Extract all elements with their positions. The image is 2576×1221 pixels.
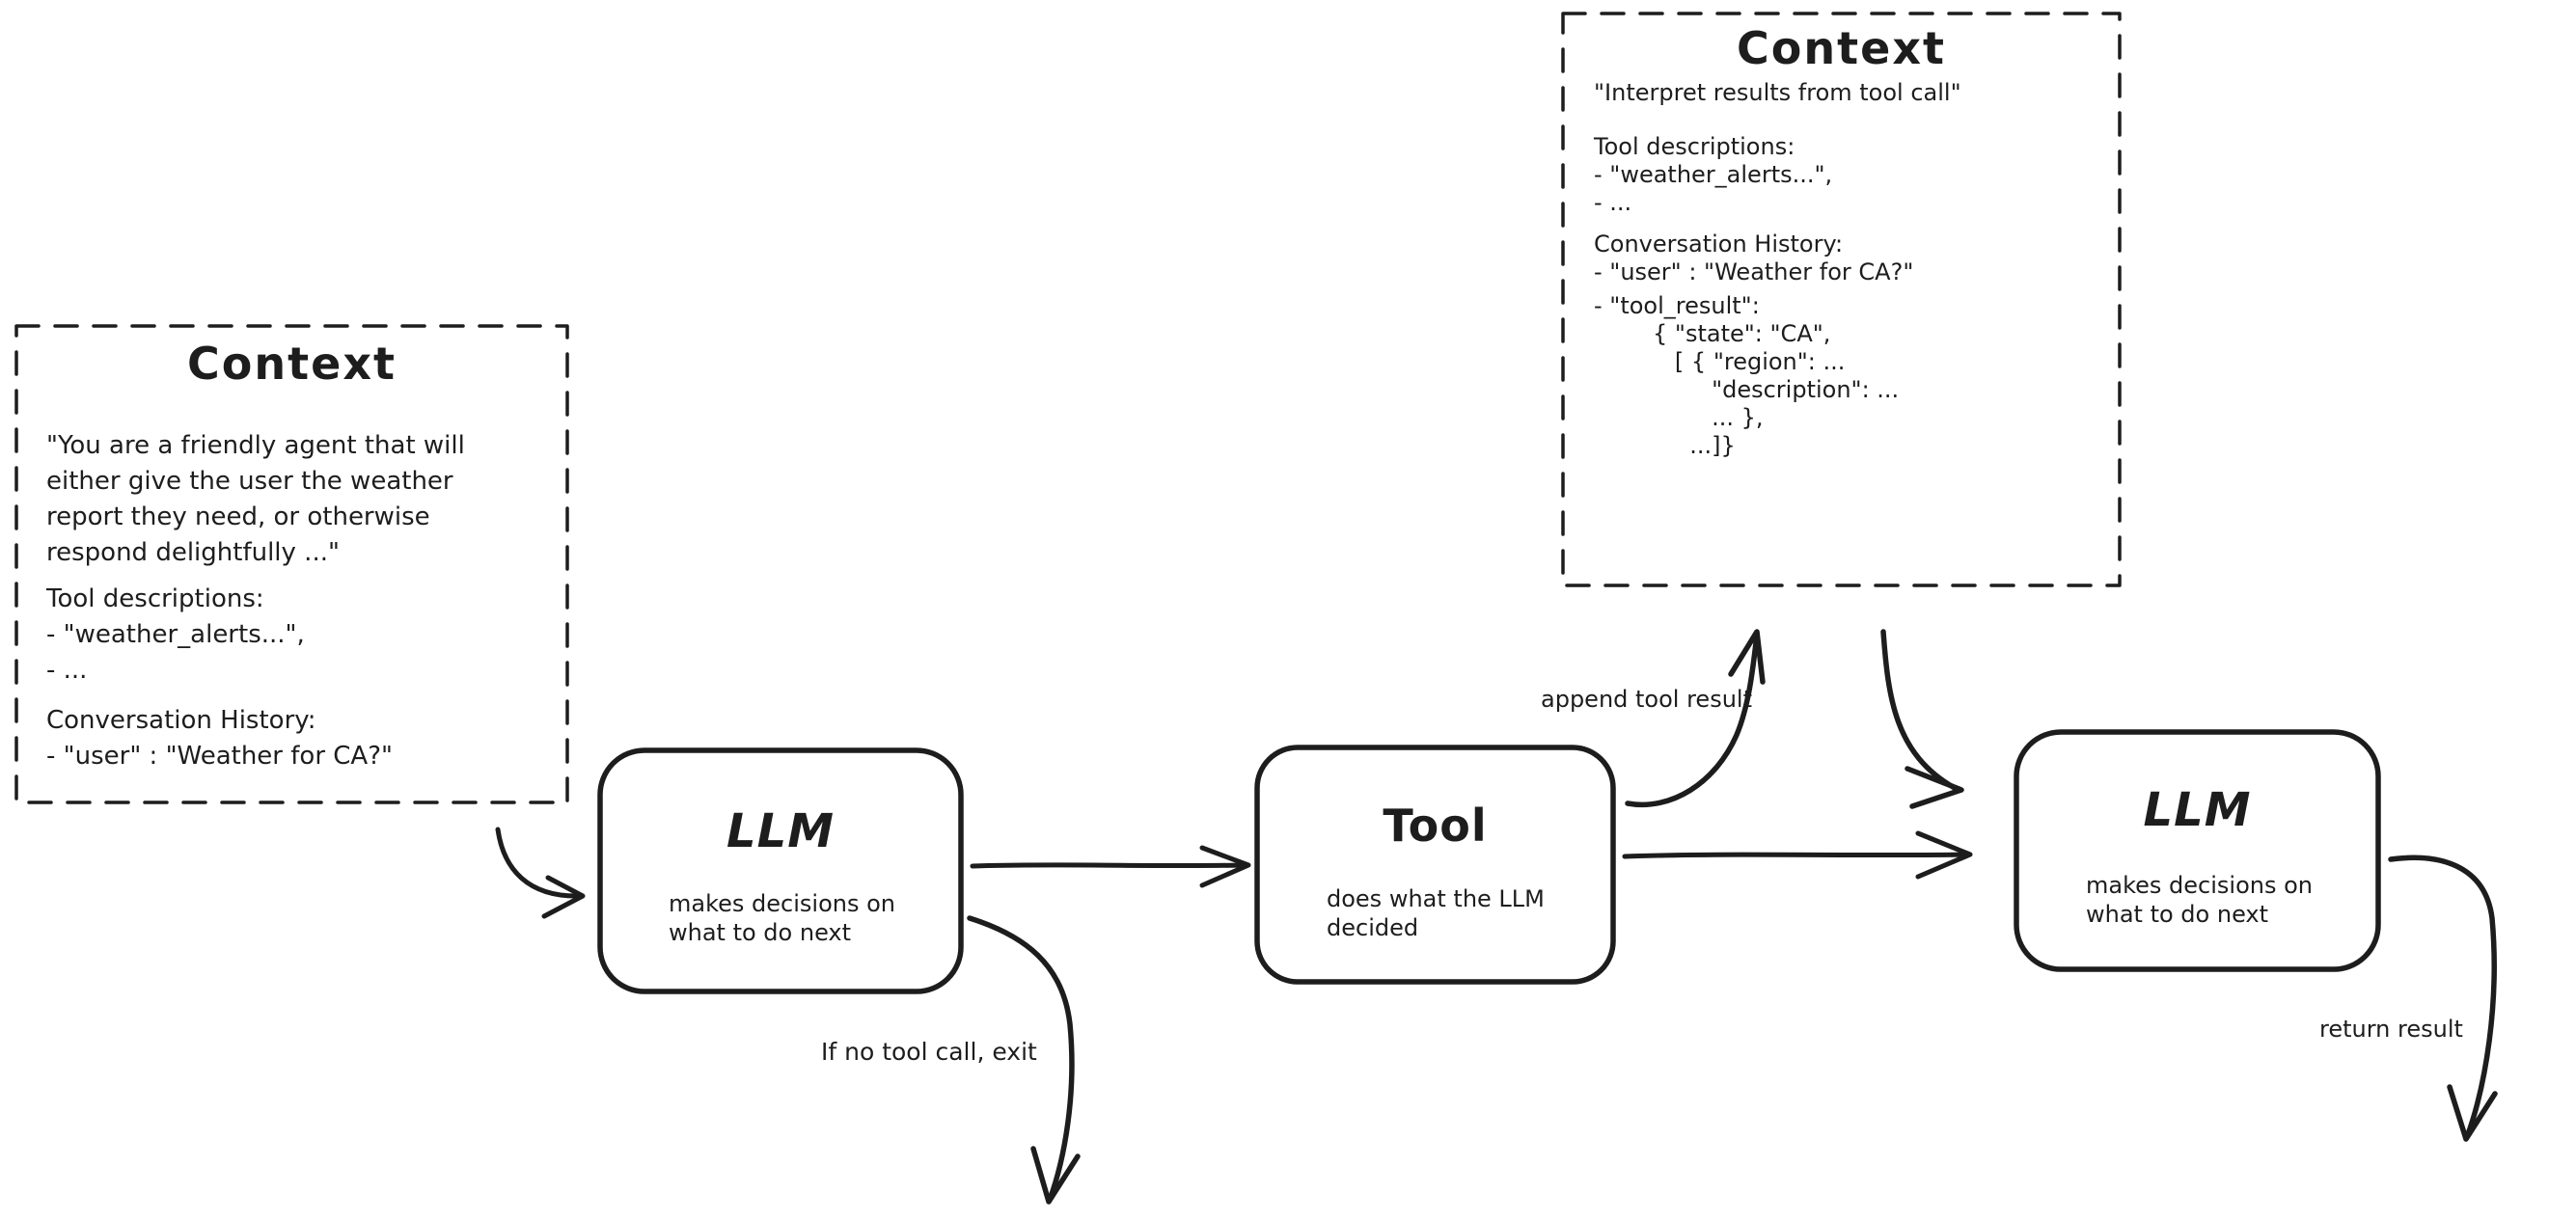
no-tool-call-exit-label: If no tool call, exit: [821, 1038, 1037, 1066]
context-box-top: Context "Interpret results from tool cal…: [1563, 14, 2120, 585]
llm-second-title: LLM: [2143, 783, 2252, 837]
context-box-left-border: [16, 326, 567, 802]
context-left-conversation-history: Conversation History: - "user" : "Weathe…: [46, 706, 393, 771]
context-box-top-border: [1563, 14, 2120, 585]
llm-first-subtitle: makes decisions on what to do next: [669, 890, 895, 946]
append-tool-result-label: append tool result: [1541, 686, 1752, 713]
arrow-tool-to-llm-second: [1625, 833, 1970, 877]
context-left-tool-descriptions: Tool descriptions: - "weather_alerts..."…: [46, 584, 305, 685]
arrow-tool-to-context-top: [1628, 632, 1763, 804]
llm-second-subtitle: makes decisions on what to do next: [2086, 872, 2313, 928]
context-left-title: Context: [187, 338, 397, 390]
return-result-label: return result: [2319, 1016, 2463, 1043]
tool-subtitle: does what the LLM decided: [1327, 885, 1545, 941]
context-top-instruction: "Interpret results from tool call": [1594, 79, 1961, 106]
llm-second-node: LLM makes decisions on what to do next: [2016, 732, 2378, 969]
tool-node: Tool does what the LLM decided: [1257, 747, 1613, 982]
arrow-llm-first-exit: [970, 918, 1078, 1202]
llm-first-node: LLM makes decisions on what to do next: [600, 750, 961, 991]
arrow-llm-second-return: [2391, 857, 2495, 1139]
tool-title: Tool: [1383, 800, 1488, 852]
context-left-system-prompt: "You are a friendly agent that will eith…: [46, 431, 465, 567]
context-top-tool-result: - "tool_result": { "state": "CA", [ { "r…: [1594, 292, 1900, 459]
llm-second-node-border: [2016, 732, 2378, 969]
context-top-conversation-history: Conversation History: - "user" : "Weathe…: [1594, 231, 1914, 285]
arrow-context-top-to-llm-second: [1883, 632, 1961, 806]
context-top-tool-descriptions: Tool descriptions: - "weather_alerts..."…: [1594, 133, 1833, 216]
llm-first-node-border: [600, 750, 961, 991]
arrow-llm-first-to-tool: [973, 848, 1248, 885]
context-box-left: Context "You are a friendly agent that w…: [16, 326, 567, 802]
context-top-title: Context: [1737, 22, 1946, 74]
llm-first-title: LLM: [726, 804, 835, 858]
tool-node-border: [1257, 747, 1613, 982]
arrow-context-to-llm-first: [498, 829, 583, 916]
